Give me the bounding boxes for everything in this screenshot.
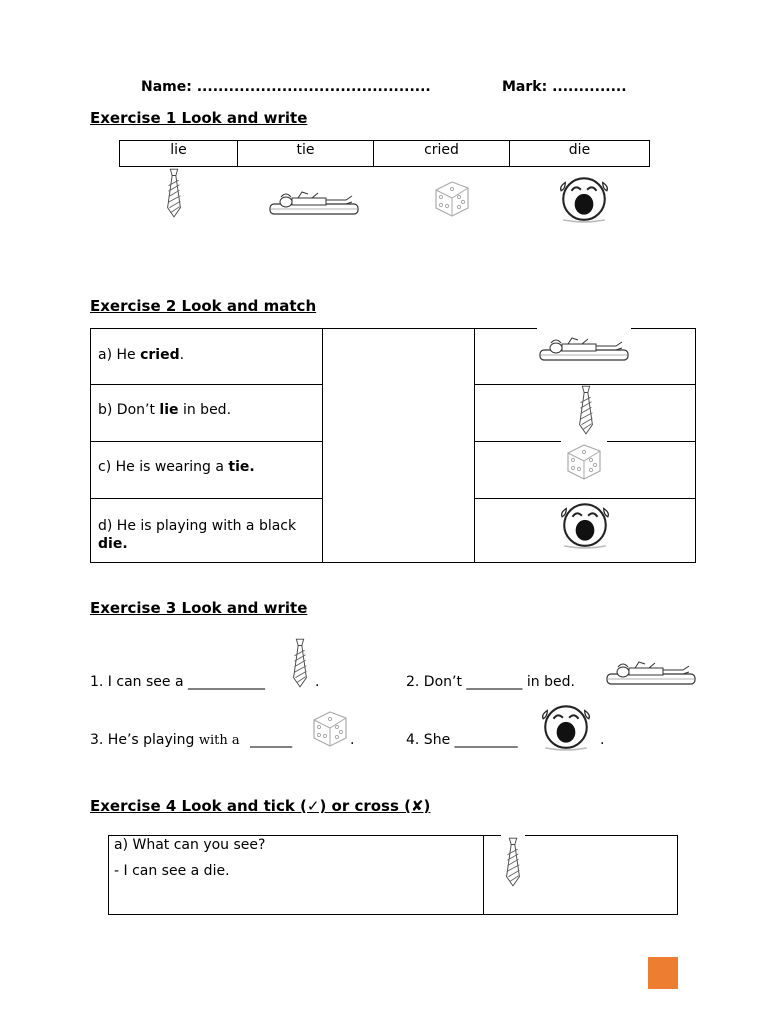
answer[interactable]: - I can see a die. <box>114 863 230 879</box>
row-rule <box>474 384 695 385</box>
match-table: a) He cried. b) Don’t lie in bed. c) He … <box>90 327 696 563</box>
sentence-2: 2. Don’t ________ in bed. <box>406 674 575 690</box>
sentence-4: 4. She _________ <box>406 732 518 748</box>
exercise-2-title: Exercise 2 Look and match <box>90 297 317 315</box>
word-cell-tie: tie <box>238 141 374 166</box>
match-divider-right <box>474 329 475 562</box>
tick-cross-box: a) What can you see? - I can see a die. <box>108 834 678 915</box>
ex3-crying-face-image <box>534 698 598 752</box>
match-crying-face-image <box>553 496 617 550</box>
sentence-1: 1. I can see a ___________ <box>90 674 265 690</box>
sentence-3-blank[interactable]: ______ <box>250 732 293 748</box>
row-rule <box>91 498 322 499</box>
sentence-b-text: b) Don’t <box>98 402 160 418</box>
word-cell-lie: lie <box>120 141 238 166</box>
word-box: lie tie cried die <box>119 140 650 167</box>
ex3-die-image <box>308 706 352 750</box>
ex4-tie-image <box>502 835 524 889</box>
tie-image <box>163 166 185 220</box>
tick-cross-divider <box>483 836 484 914</box>
sentence-b-word: lie <box>159 402 179 418</box>
ex3-bed-image <box>605 652 697 688</box>
question: a) What can you see? <box>114 837 266 853</box>
word-tie: tie <box>296 142 315 158</box>
name-label: Name: <box>141 79 192 95</box>
sentence-3-end: . <box>350 732 355 748</box>
sentence-c: c) He is wearing a tie. <box>98 459 255 475</box>
bed-image <box>268 182 360 218</box>
exercise-4-title: Exercise 4 Look and tick (✓) or cross (✘… <box>90 797 431 815</box>
sentence-a: a) He cried. <box>98 347 184 363</box>
exercise-1-title: Exercise 1 Look and write <box>90 109 308 127</box>
row-rule <box>91 441 322 442</box>
crying-face-image <box>552 170 616 224</box>
word-cried: cried <box>424 142 459 158</box>
sentence-1-text: 1. I can see a <box>90 674 188 690</box>
word-die: die <box>568 142 591 158</box>
sentence-a-end: . <box>179 347 185 363</box>
name-dots[interactable]: ........................................… <box>196 79 431 95</box>
sentence-a-word: cried <box>140 347 180 363</box>
name-line: Name: ..................................… <box>141 79 431 95</box>
match-divider-left <box>322 329 323 562</box>
sentence-4-end: . <box>600 732 605 748</box>
die-image <box>430 176 474 220</box>
match-tie-image <box>575 383 597 437</box>
sentence-d-word: die. <box>98 536 128 552</box>
sentence-b: b) Don’t lie in bed. <box>98 402 231 418</box>
mark-line: Mark: .............. <box>502 79 627 95</box>
word-cell-cried: cried <box>374 141 510 166</box>
word-cell-die: die <box>510 141 649 166</box>
sentence-3-text: 3. He’s playing <box>90 732 199 748</box>
sentence-2-text: 2. Don’t <box>406 674 467 690</box>
match-die-image <box>562 439 606 483</box>
sentence-3-with: with a <box>198 733 240 748</box>
sentence-c-text: c) He is wearing a <box>98 459 229 475</box>
row-rule <box>474 498 695 499</box>
sentence-c-word: tie. <box>228 459 255 475</box>
row-rule <box>91 384 322 385</box>
sentence-d-text: d) He is playing with a black <box>98 518 297 534</box>
sentence-3: 3. He’s playing with a ______ <box>90 732 292 748</box>
sentence-1-blank[interactable]: ___________ <box>188 674 265 690</box>
word-lie: lie <box>170 142 187 158</box>
ex3-tie-image <box>289 636 311 690</box>
sentence-1-end: . <box>315 674 320 690</box>
mark-label: Mark: <box>502 79 548 95</box>
sentence-b-end: in bed. <box>178 402 232 418</box>
accent-square <box>648 957 678 989</box>
match-bed-image <box>538 328 630 364</box>
sentence-a-text: a) He <box>98 347 141 363</box>
mark-dots[interactable]: .............. <box>552 79 627 95</box>
sentence-2-blank[interactable]: ________ <box>466 674 523 690</box>
sentence-d: d) He is playing with a black die. <box>98 517 320 553</box>
sentence-4-blank[interactable]: _________ <box>454 732 518 748</box>
exercise-3-title: Exercise 3 Look and write <box>90 599 308 617</box>
sentence-4-text: 4. She <box>406 732 455 748</box>
sentence-2-end: in bed. <box>522 674 575 690</box>
ex4-tie-mask <box>501 834 525 840</box>
